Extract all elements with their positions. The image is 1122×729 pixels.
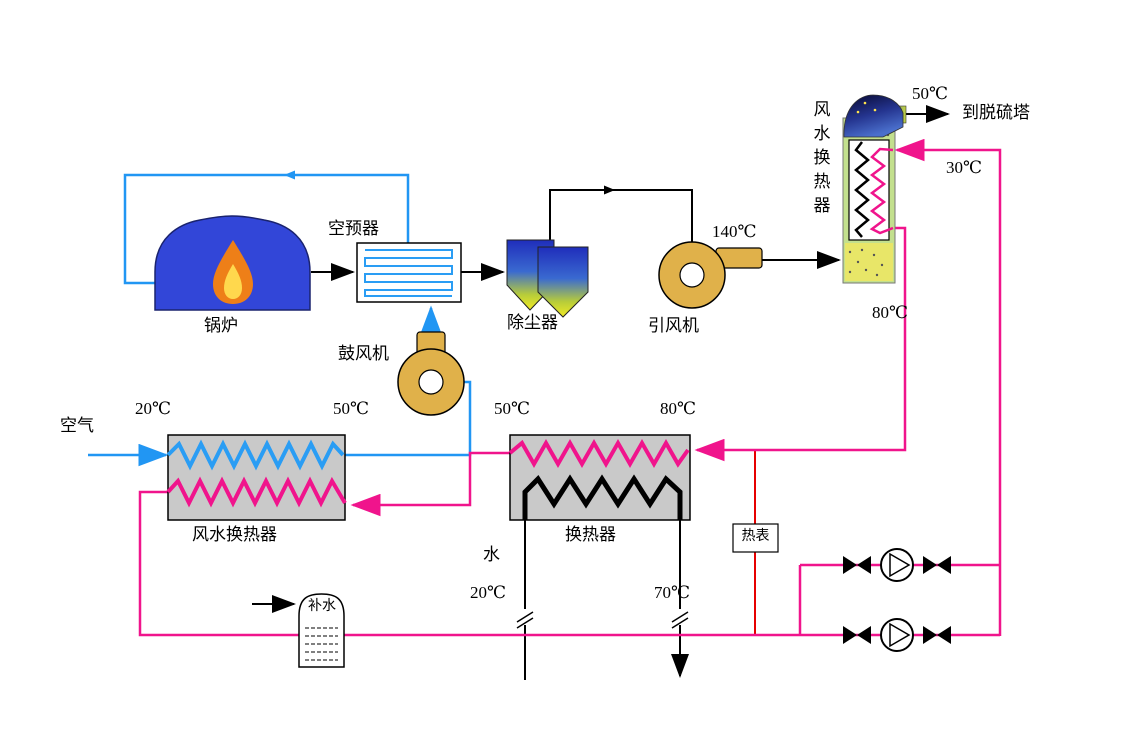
column-gas-element bbox=[854, 141, 870, 238]
destination-label: 到脱硫塔 bbox=[962, 103, 1030, 122]
hot-side-coil bbox=[508, 438, 690, 469]
induced-draft-fan bbox=[658, 241, 763, 309]
pump-1-impeller bbox=[889, 552, 911, 578]
makeup-tank-label: 补水 bbox=[308, 599, 336, 614]
dust-hopper-right bbox=[537, 246, 589, 318]
interstage-pipe bbox=[350, 451, 510, 517]
cold-water-piping bbox=[524, 520, 689, 680]
hot-air-loop-arrow bbox=[284, 170, 295, 180]
stack-temp: 50℃ bbox=[912, 84, 949, 103]
air-coil bbox=[166, 439, 345, 471]
water-out-temp: 70℃ bbox=[654, 583, 691, 602]
boiler bbox=[154, 215, 311, 311]
fan-hub bbox=[679, 262, 705, 288]
return-water-temp: 30℃ bbox=[946, 158, 983, 177]
air-to-blower-pipe bbox=[345, 380, 472, 457]
blob-speckles bbox=[856, 101, 877, 114]
pump-2-impeller bbox=[889, 622, 911, 648]
hot-air-loop-pipe bbox=[123, 173, 410, 285]
dust-to-fan-arrow bbox=[604, 185, 615, 195]
return-pipe bbox=[138, 490, 1000, 637]
dust-collector-label: 除尘器 bbox=[507, 313, 558, 332]
riser-to-column-pipe bbox=[894, 138, 1002, 636]
blower-hub bbox=[418, 369, 444, 395]
water-heat-exchanger bbox=[508, 434, 691, 521]
induced-fan-label: 引风机 bbox=[648, 316, 699, 335]
supply-pipe bbox=[694, 226, 907, 462]
flue-gas-piping bbox=[252, 105, 950, 613]
air-piping bbox=[88, 173, 472, 467]
air-preheater-label: 空预器 bbox=[328, 219, 379, 238]
cold-side-coil bbox=[522, 474, 683, 520]
makeup-water-tank bbox=[298, 593, 345, 668]
water-in-temp: 20℃ bbox=[470, 583, 507, 602]
heat-meter-label: 热表 bbox=[741, 529, 770, 544]
hot-water-piping bbox=[138, 138, 1002, 637]
dust-collector bbox=[506, 239, 589, 318]
column-ash-zone bbox=[845, 243, 893, 281]
water-hx-label: 换热器 bbox=[565, 525, 616, 544]
flue-water-heat-exchanger-column bbox=[842, 94, 907, 284]
fan-outlet-temp: 140℃ bbox=[712, 222, 757, 241]
heat-meter-box bbox=[732, 523, 779, 553]
pipe-break-symbols bbox=[516, 609, 689, 629]
column-water-element bbox=[869, 147, 894, 235]
air-water-heat-exchanger bbox=[166, 434, 347, 521]
valve-1b-icon bbox=[923, 556, 951, 574]
pump-station bbox=[843, 548, 951, 652]
air-water-hx-label: 风水换热器 bbox=[192, 525, 277, 544]
hot-water-coil bbox=[166, 476, 347, 508]
blower-fan bbox=[397, 331, 465, 416]
dust-to-fan-pipe bbox=[549, 189, 693, 245]
air-out-temp: 50℃ bbox=[333, 399, 370, 418]
supply-water-temp: 80℃ bbox=[872, 303, 909, 322]
air-label: 空气 bbox=[60, 416, 94, 435]
hx-in-temp: 80℃ bbox=[660, 399, 697, 418]
valve-2a-icon bbox=[843, 626, 871, 644]
blower-label: 鼓风机 bbox=[338, 344, 389, 363]
flue-water-hx-label: 风水换热器 bbox=[810, 100, 830, 220]
column-gas-blob bbox=[843, 94, 904, 138]
flame-icon bbox=[213, 240, 253, 304]
valve-1a-icon bbox=[843, 556, 871, 574]
air-in-temp: 20℃ bbox=[135, 399, 172, 418]
water-label: 水 bbox=[483, 545, 500, 564]
valve-2b-icon bbox=[923, 626, 951, 644]
hx-out-temp: 50℃ bbox=[494, 399, 531, 418]
air-preheater bbox=[356, 242, 462, 303]
preheater-coil bbox=[364, 249, 453, 297]
boiler-label: 锅炉 bbox=[204, 316, 238, 335]
